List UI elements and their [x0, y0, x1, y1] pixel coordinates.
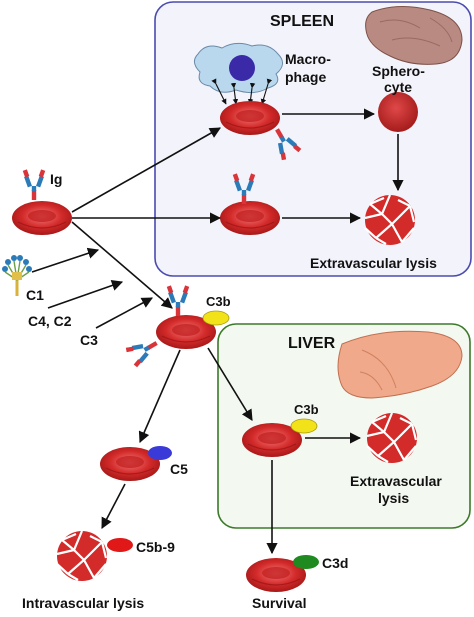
c1-label: C1: [26, 287, 44, 303]
c1-complex-icon: [2, 255, 32, 296]
lysed-cell-intravascular: [55, 529, 109, 583]
antibody-icon: [124, 333, 163, 369]
spherocyte-label-line1: Sphero-: [372, 63, 425, 79]
antibody-icon: [166, 285, 190, 316]
lysed-cell-spleen: [363, 193, 417, 247]
lysed-cell-liver: [365, 411, 419, 465]
ig-label: Ig: [50, 171, 62, 187]
spleen-organ-icon: [365, 6, 463, 65]
macrophage-label-line2: phage: [285, 69, 326, 85]
c5-marker: [148, 446, 172, 460]
pathway-arrows: [31, 108, 404, 555]
extravascular-lysis-liver-label-line1: Extravascular: [350, 473, 442, 489]
spleen-title: SPLEEN: [270, 13, 334, 30]
spherocyte-label-line2: cyte: [384, 79, 412, 95]
survival-label: Survival: [252, 595, 306, 611]
c3d-label: C3d: [322, 555, 348, 571]
liver-organ-icon: [337, 330, 463, 399]
c4-c2-label: C4, C2: [28, 313, 72, 329]
c3d-marker: [293, 555, 319, 569]
macrophage-cell-icon: [194, 42, 283, 94]
intravascular-lysis-label: Intravascular lysis: [22, 595, 144, 611]
rbc-spleen-lower: [219, 200, 281, 236]
c3-label: C3: [80, 332, 98, 348]
c5-label: C5: [170, 461, 188, 477]
c5b9-label: C5b-9: [136, 539, 175, 555]
c3b-label: C3b: [206, 294, 231, 309]
c3b-liver-label: C3b: [294, 402, 319, 417]
rbc-ig-coated: [11, 200, 73, 236]
c5b9-marker: [107, 538, 133, 552]
extravascular-lysis-spleen-label: Extravascular lysis: [310, 255, 437, 271]
macrophage-label-line1: Macro-: [285, 51, 331, 67]
rbc-spleen-macrophage: [219, 100, 281, 136]
antibody-icon: [22, 169, 46, 200]
c3b-marker: [202, 310, 230, 326]
extravascular-lysis-liver-label-line2: lysis: [378, 490, 409, 506]
liver-title: LIVER: [288, 335, 336, 352]
macrophage-binding-arrows: [211, 78, 273, 105]
spherocyte-cell: [378, 92, 418, 132]
c3b-marker-liver: [290, 418, 318, 434]
